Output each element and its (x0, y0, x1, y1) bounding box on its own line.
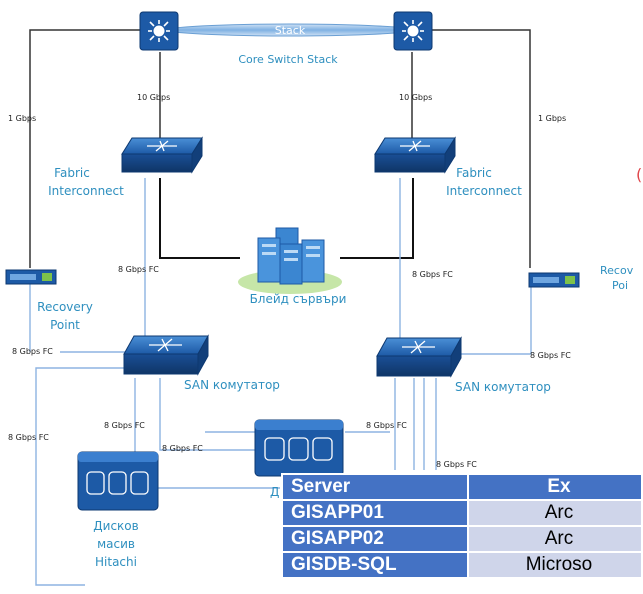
san-right-label: SAN комутатор (455, 380, 551, 394)
core-switch-left-icon (139, 11, 179, 51)
table-cell-server: GISAPP02 (281, 525, 469, 553)
fc-label: 8 Gbps FC (104, 421, 145, 430)
partial-red-glyph: ( (636, 165, 642, 184)
fc-label: 8 Gbps FC (366, 421, 407, 430)
link-10g-left-label: 10 Gbps (137, 93, 170, 102)
stack-bar: Stack (159, 23, 421, 37)
core-switch-stack-label: Core Switch Stack (238, 53, 338, 66)
storage-label-3: Hitachi (95, 555, 137, 569)
link-fabric-blade-right (340, 178, 414, 259)
table-cell-server: GISDB-SQL (281, 551, 469, 579)
fc-label: 8 Gbps FC (530, 351, 571, 360)
fc-label: 8 Gbps FC (412, 270, 453, 279)
table-row: GISAPP01 Arc (281, 499, 643, 527)
san-switch-left-icon (123, 334, 209, 376)
recovery-left-label-1: Recovery (37, 300, 93, 314)
link-fabric-blade-left (159, 178, 240, 259)
fc-label: 8 Gbps FC (436, 460, 477, 469)
fabric-left-label-2: Interconnect (48, 184, 124, 198)
recovery-right-label-2: Poi (612, 279, 628, 292)
link-10g-right-label: 10 Gbps (399, 93, 432, 102)
fc-label: 8 Gbps FC (162, 444, 203, 453)
storage-label-2: масив (97, 537, 135, 551)
recovery-right-label-1: Recov (600, 264, 634, 277)
link-1g-right (430, 29, 531, 268)
storage-label-1: Дисков (93, 519, 138, 533)
table-header-row: Server Ex (281, 473, 643, 501)
fabric-right-label-2: Interconnect (446, 184, 522, 198)
table-cell-server: GISAPP01 (281, 499, 469, 527)
recovery-left-label-2: Point (50, 318, 80, 332)
fc-label: 8 Gbps FC (118, 265, 159, 274)
san-left-label: SAN комутатор (184, 378, 280, 392)
links (29, 29, 532, 586)
table-header-ex: Ex (467, 473, 643, 501)
table-cell-ex: Microso (467, 551, 643, 579)
table-row: GISDB-SQL Microso (281, 551, 643, 579)
server-table: Server Ex GISAPP01 Arc GISAPP02 Arc GISD… (281, 473, 643, 579)
table-row: GISAPP02 Arc (281, 525, 643, 553)
fabric-interconnect-right-icon (374, 136, 456, 174)
fabric-interconnect-left-icon (121, 136, 203, 174)
table-header-server: Server (281, 473, 469, 501)
blade-servers-icon (238, 227, 342, 294)
storage2-partial-label: Д (270, 485, 279, 499)
link-1g-right-label: 1 Gbps (538, 114, 566, 123)
recovery-point-right-icon (528, 272, 580, 288)
blade-servers-label: Блейд сървъри (250, 292, 347, 306)
fc-label: 8 Gbps FC (12, 347, 53, 356)
link-1g-left (29, 29, 140, 268)
recovery-point-left-icon (5, 269, 57, 285)
san-switch-right-icon (376, 336, 462, 378)
storage-array-second-icon (254, 419, 344, 477)
storage-array-hitachi-icon (77, 451, 159, 511)
stack-label: Stack (275, 24, 306, 37)
fc-label: 8 Gbps FC (8, 433, 49, 442)
fabric-right-label-1: Fabric (456, 166, 492, 180)
table-cell-ex: Arc (467, 525, 643, 553)
fabric-left-label-1: Fabric (54, 166, 90, 180)
table-cell-ex: Arc (467, 499, 643, 527)
link-1g-left-label: 1 Gbps (8, 114, 36, 123)
core-switch-right-icon (393, 11, 433, 51)
